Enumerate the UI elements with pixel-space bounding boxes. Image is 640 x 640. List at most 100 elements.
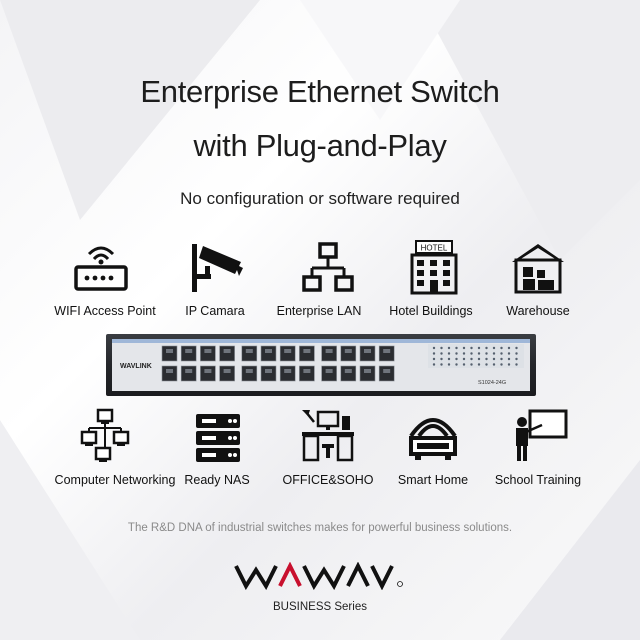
ethernet-port xyxy=(241,365,258,382)
use-label-wifi: WIFI Access Point xyxy=(54,304,156,318)
ethernet-port xyxy=(378,365,395,382)
status-led xyxy=(462,352,466,355)
port-latch xyxy=(284,349,292,353)
port-latch xyxy=(303,369,311,373)
status-led xyxy=(492,346,496,350)
ethernet-port xyxy=(219,345,235,362)
status-led xyxy=(440,363,443,366)
use-label-computer: Computer Networking xyxy=(54,473,176,487)
status-led xyxy=(477,363,481,366)
port-latch xyxy=(204,369,212,373)
ethernet-port xyxy=(279,345,296,362)
status-led xyxy=(485,363,488,366)
status-led xyxy=(470,357,473,361)
status-led xyxy=(477,346,481,350)
ethernet-switch-device: WAVLINK S1024-24G xyxy=(106,334,536,396)
status-led xyxy=(500,357,503,361)
use-label-camera: IP Camara xyxy=(185,304,245,318)
status-led xyxy=(470,363,473,366)
status-led xyxy=(447,363,451,366)
hotel-building-icon: HOTEL xyxy=(410,240,458,295)
status-led xyxy=(462,363,466,366)
port-latch xyxy=(303,349,311,353)
warehouse-icon xyxy=(512,244,564,294)
status-led xyxy=(507,363,511,366)
use-label-school: School Training xyxy=(494,473,582,487)
use-label-lan: Enterprise LAN xyxy=(276,304,362,318)
status-led xyxy=(455,352,458,355)
hero-title-line2: with Plug-and-Play xyxy=(193,128,447,163)
device-model-label: S1024-24G xyxy=(478,380,506,386)
port-latch xyxy=(223,349,231,353)
port-latch xyxy=(185,349,193,353)
status-led xyxy=(515,363,518,366)
ethernet-port xyxy=(279,365,296,382)
port-latch xyxy=(166,349,173,353)
status-led xyxy=(492,363,496,366)
status-led xyxy=(432,352,436,355)
status-led xyxy=(515,352,518,355)
brand-series: BUSINESS Series xyxy=(273,601,367,613)
status-led xyxy=(462,346,466,350)
status-led xyxy=(462,357,466,361)
use-label-smart-home: Smart Home xyxy=(397,473,469,487)
port-latch xyxy=(383,369,391,373)
ethernet-port xyxy=(340,365,357,382)
status-led-panel xyxy=(428,344,524,368)
status-led xyxy=(485,346,488,350)
ethernet-port xyxy=(180,345,197,362)
ethernet-port xyxy=(260,365,277,382)
nas-server-icon xyxy=(196,414,240,462)
status-led xyxy=(447,357,451,361)
status-led xyxy=(432,363,436,366)
ethernet-port xyxy=(161,345,178,362)
status-led xyxy=(447,352,451,355)
status-led xyxy=(470,352,473,355)
port-latch xyxy=(364,349,371,353)
switch-ports xyxy=(161,345,395,382)
brand-logo xyxy=(234,562,403,590)
ethernet-port xyxy=(161,365,178,382)
tagline: The R&D DNA of industrial switches makes… xyxy=(127,522,513,534)
teacher-board-icon xyxy=(516,409,568,461)
use-label-nas: Ready NAS xyxy=(184,473,250,487)
ethernet-port xyxy=(219,365,235,382)
status-led xyxy=(440,352,443,355)
port-latch xyxy=(325,369,333,373)
status-led xyxy=(477,352,481,355)
status-led xyxy=(470,346,473,350)
hero-subtitle: No configuration or software required xyxy=(180,189,460,208)
port-latch xyxy=(344,369,352,373)
cctv-camera-icon xyxy=(192,244,243,292)
use-label-warehouse: Warehouse xyxy=(506,304,570,318)
status-led xyxy=(455,357,458,361)
status-led xyxy=(515,346,518,350)
status-led xyxy=(485,352,488,355)
port-latch xyxy=(265,369,272,373)
status-led xyxy=(507,346,511,350)
ethernet-port xyxy=(299,345,315,362)
ethernet-port xyxy=(321,345,337,362)
status-led xyxy=(455,346,458,350)
status-led xyxy=(515,357,518,361)
port-latch xyxy=(223,369,231,373)
svg-text:HOTEL: HOTEL xyxy=(421,244,448,253)
port-latch xyxy=(166,369,173,373)
svg-text:WAVLINK: WAVLINK xyxy=(120,363,152,370)
status-led xyxy=(507,357,511,361)
status-led xyxy=(432,346,436,350)
computer-network-icon xyxy=(80,408,130,462)
status-led xyxy=(492,357,496,361)
ethernet-port xyxy=(241,345,258,362)
port-latch xyxy=(284,369,292,373)
ethernet-port xyxy=(299,365,315,382)
ethernet-port xyxy=(260,345,277,362)
port-latch xyxy=(383,349,391,353)
port-latch xyxy=(245,349,253,353)
ethernet-port xyxy=(200,345,216,362)
ethernet-port xyxy=(359,365,376,382)
wifi-router-icon xyxy=(74,246,128,291)
port-latch xyxy=(344,349,352,353)
port-latch xyxy=(364,369,371,373)
